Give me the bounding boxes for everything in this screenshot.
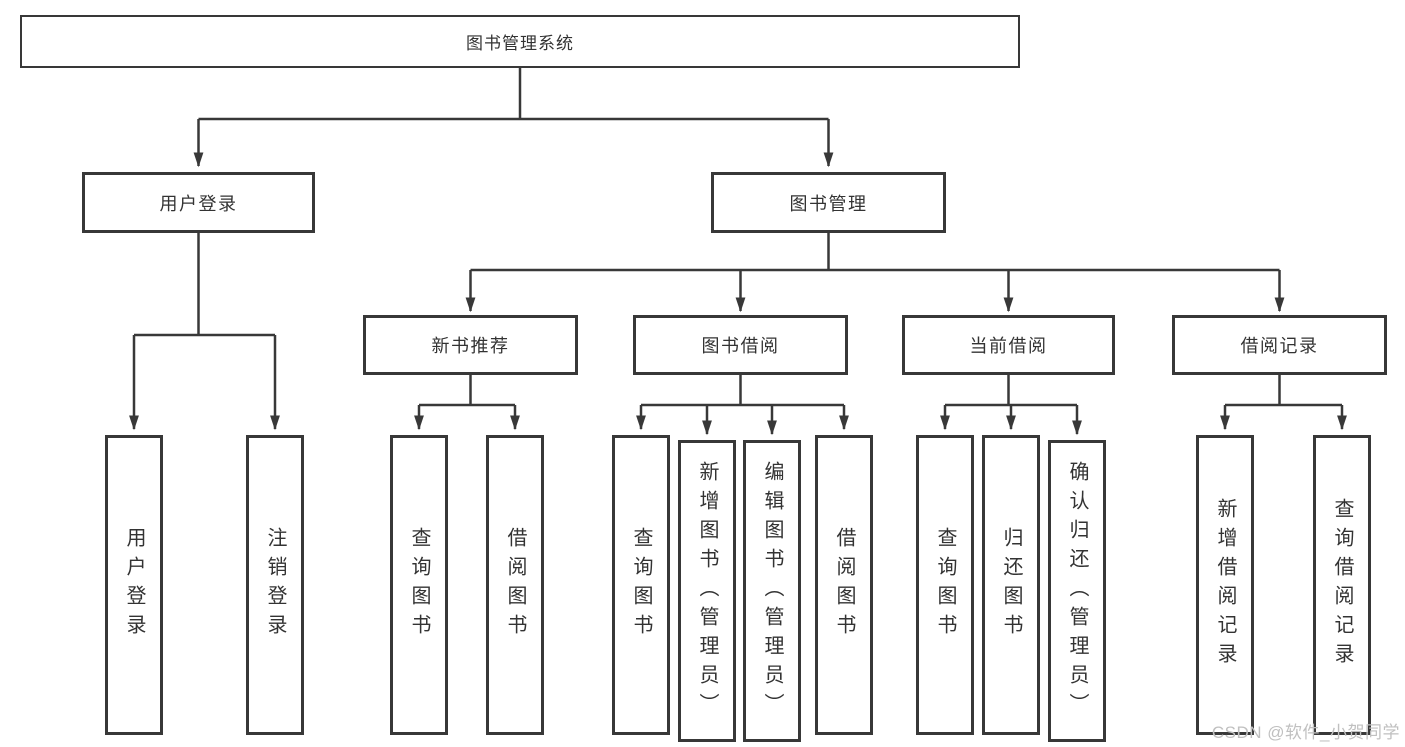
connector-book-management-level3: [465, 233, 1285, 313]
leaf-add-borrow-record-label: 新增借阅记录: [1214, 498, 1236, 672]
leaf-add-books-admin: 新增图书（管理员）: [678, 440, 736, 742]
leaf-add-books-admin-label: 新增图书（管理员）: [696, 460, 718, 722]
connector-book-borrow-leaves: [636, 375, 849, 436]
leaf-user-login: 用户登录: [105, 435, 163, 735]
leaf-edit-books-admin-label: 编辑图书（管理员）: [761, 460, 783, 722]
leaf-query-books-2: 查询图书: [612, 435, 670, 735]
node-book-borrow: 图书借阅: [633, 315, 848, 375]
leaf-query-borrow-record-label: 查询借阅记录: [1331, 498, 1353, 672]
leaf-query-borrow-record: 查询借阅记录: [1313, 435, 1371, 735]
leaf-logout: 注销登录: [246, 435, 304, 735]
leaf-return-books-label: 归还图书: [1000, 527, 1022, 643]
connector-root-level2: [193, 68, 834, 168]
leaf-return-books: 归还图书: [982, 435, 1040, 735]
leaf-query-books-2-label: 查询图书: [630, 527, 652, 643]
connector-borrow-records-leaves: [1220, 375, 1347, 431]
connector-user-login-leaves: [129, 233, 280, 431]
leaf-edit-books-admin: 编辑图书（管理员）: [743, 440, 801, 742]
leaf-logout-label: 注销登录: [264, 527, 286, 643]
node-root-system: 图书管理系统: [20, 15, 1020, 68]
node-new-book-recommend: 新书推荐: [363, 315, 578, 375]
node-book-management-label: 图书管理: [789, 193, 868, 214]
connector-new-book-leaves: [414, 375, 520, 431]
node-borrow-records-label: 借阅记录: [1240, 336, 1319, 356]
node-root-label: 图书管理系统: [466, 34, 574, 53]
node-current-borrow: 当前借阅: [902, 315, 1115, 375]
leaf-borrow-books: 借阅图书: [486, 435, 544, 735]
leaf-query-books-3: 查询图书: [916, 435, 974, 735]
leaf-query-books: 查询图书: [390, 435, 448, 735]
leaf-confirm-return-admin: 确认归还（管理员）: [1048, 440, 1106, 742]
node-new-book-recommend-label: 新书推荐: [431, 336, 510, 356]
leaf-query-books-label: 查询图书: [408, 527, 430, 643]
leaf-query-books-3-label: 查询图书: [934, 527, 956, 643]
connector-current-borrow-leaves: [940, 375, 1082, 436]
leaf-user-login-label: 用户登录: [123, 527, 145, 643]
leaf-add-borrow-record: 新增借阅记录: [1196, 435, 1254, 735]
leaf-borrow-books-2-label: 借阅图书: [833, 527, 855, 643]
csdn-watermark: CSDN @软件_小贺同学: [1211, 723, 1400, 742]
node-current-borrow-label: 当前借阅: [969, 336, 1048, 356]
leaf-borrow-books-label: 借阅图书: [504, 527, 526, 643]
node-book-borrow-label: 图书借阅: [701, 336, 780, 356]
node-book-management: 图书管理: [711, 172, 946, 233]
leaf-borrow-books-2: 借阅图书: [815, 435, 873, 735]
leaf-confirm-return-admin-label: 确认归还（管理员）: [1066, 460, 1088, 722]
node-borrow-records: 借阅记录: [1172, 315, 1387, 375]
node-user-login-label: 用户登录: [159, 193, 238, 214]
node-user-login: 用户登录: [82, 172, 315, 233]
